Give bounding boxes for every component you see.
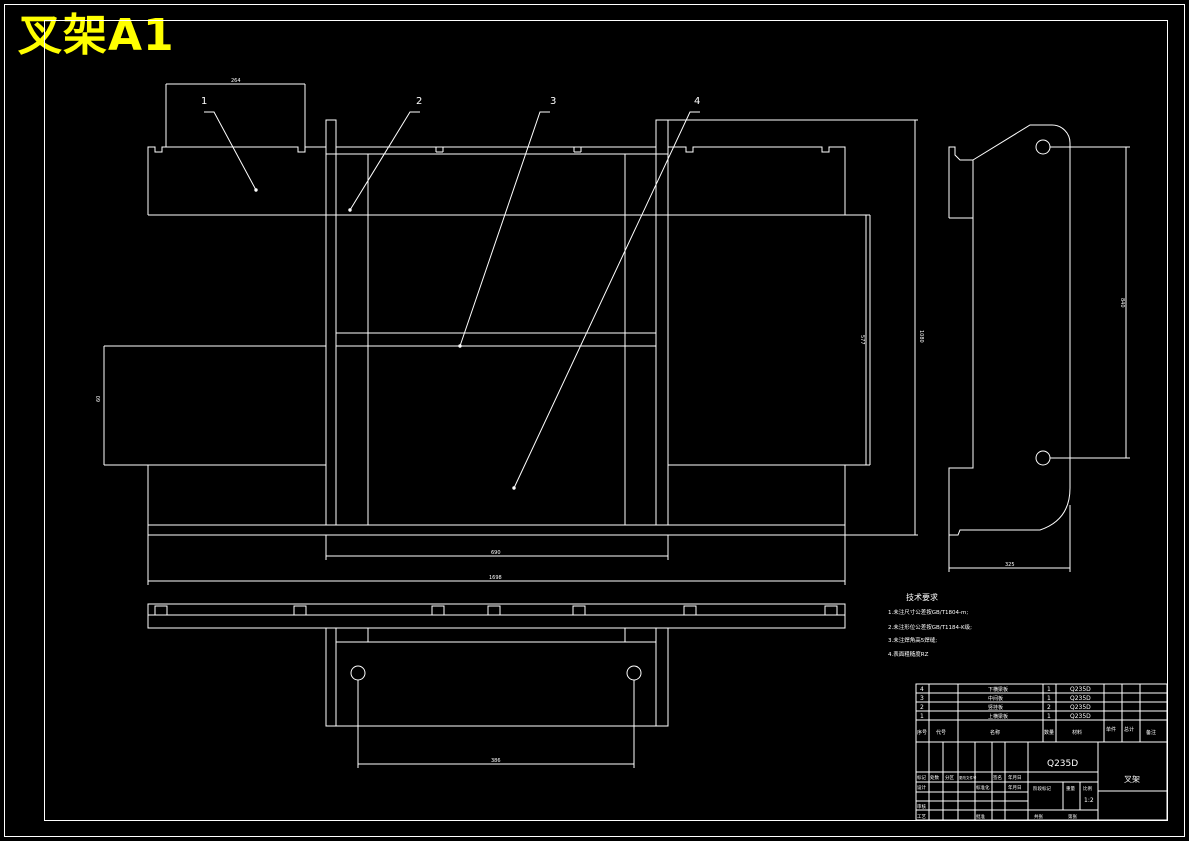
header-code: 代号: [936, 729, 946, 736]
dim-side-depth: 325: [1005, 562, 1015, 568]
inner-frame: [44, 20, 1168, 821]
header-material: 材料: [1072, 729, 1082, 736]
parts-row-qty: 1: [1047, 686, 1051, 693]
top-view: [147, 603, 846, 768]
parts-row-no: 3: [920, 695, 924, 702]
front-view: [103, 83, 918, 585]
header-name: 名称: [990, 729, 1000, 736]
header-qty: 数量: [1044, 729, 1054, 736]
parts-row-name: 下横梁板: [988, 686, 1008, 693]
dim-side-pitch: 840: [1119, 298, 1125, 308]
dim-overall-width: 1698: [489, 575, 502, 581]
label-date-2: 年月日: [1008, 784, 1022, 791]
parts-row-material: Q235D: [1070, 713, 1091, 720]
tech-req-heading: 技术要求: [906, 592, 938, 602]
label-approve: 批准: [976, 813, 985, 820]
parts-row-material: Q235D: [1070, 686, 1091, 693]
dim-main-height: 1080: [918, 330, 924, 343]
parts-row-no: 1: [920, 713, 924, 720]
dim-top-width: 264: [231, 78, 241, 84]
label-stage-mark: 阶段标记: [1033, 785, 1051, 792]
label-weight: 重量: [1066, 785, 1075, 792]
header-total-weight: 总计: [1124, 726, 1134, 733]
parts-row-name: 中间板: [988, 695, 1003, 702]
parts-row-name: 上横梁板: [988, 713, 1008, 720]
parts-row-no: 4: [920, 686, 924, 693]
label-date: 年月日: [1008, 774, 1022, 781]
balloon-1: 1: [201, 96, 207, 107]
dim-left-height: 60: [96, 396, 102, 402]
title-drawing-name: 叉架: [1124, 775, 1140, 784]
side-view: [948, 124, 1130, 572]
tech-req-3: 3.未注焊角高5焊缝;: [888, 636, 937, 644]
parts-row-qty: 2: [1047, 704, 1051, 711]
title-block: [915, 683, 1168, 821]
label-standardize: 标准化: [976, 784, 990, 791]
balloon-4: 4: [694, 96, 700, 107]
parts-row-material: Q235D: [1070, 695, 1091, 702]
label-design: 设计: [917, 784, 926, 791]
label-scale: 比例: [1083, 785, 1092, 792]
label-process: 工艺: [917, 814, 926, 820]
drawing-text: 1 2 3 4 264 1080 577 60 690 1698 840 325…: [96, 78, 1156, 820]
parts-row-name: 竖挂板: [988, 704, 1003, 711]
title-scale: 1:2: [1084, 797, 1094, 804]
tech-req-4: 4.表面粗糙度RZ: [888, 650, 929, 658]
dim-hole-pitch: 386: [491, 758, 501, 764]
balloon-2: 2: [416, 96, 422, 107]
title-material: Q235D: [1047, 759, 1078, 769]
header-no: 序号: [917, 729, 927, 736]
header-note: 备注: [1146, 729, 1156, 736]
tech-req-1: 1.未注尺寸公差按GB/T1804-m;: [888, 608, 968, 616]
dim-inner-width: 690: [491, 550, 501, 556]
label-sheet-no: 第张: [1068, 813, 1077, 820]
label-review: 审核: [917, 803, 926, 810]
parts-row-no: 2: [920, 704, 924, 711]
parts-row-qty: 1: [1047, 713, 1051, 720]
parts-row-qty: 1: [1047, 695, 1051, 702]
dim-plate-height: 577: [859, 335, 865, 345]
tech-req-2: 2.未注形位公差按GB/T1184-K级;: [888, 623, 972, 631]
label-change-doc: 更改文件号: [959, 775, 977, 780]
balloon-3: 3: [550, 96, 556, 107]
header-unit-weight: 单件: [1106, 726, 1116, 733]
label-zone: 分区: [945, 774, 954, 781]
outer-frame: [4, 4, 1185, 837]
label-sign: 签名: [993, 774, 1002, 781]
label-count: 处数: [930, 774, 939, 781]
label-mark: 标记: [917, 774, 926, 781]
label-sheet-total: 共张: [1034, 813, 1043, 820]
parts-row-material: Q235D: [1070, 704, 1091, 711]
